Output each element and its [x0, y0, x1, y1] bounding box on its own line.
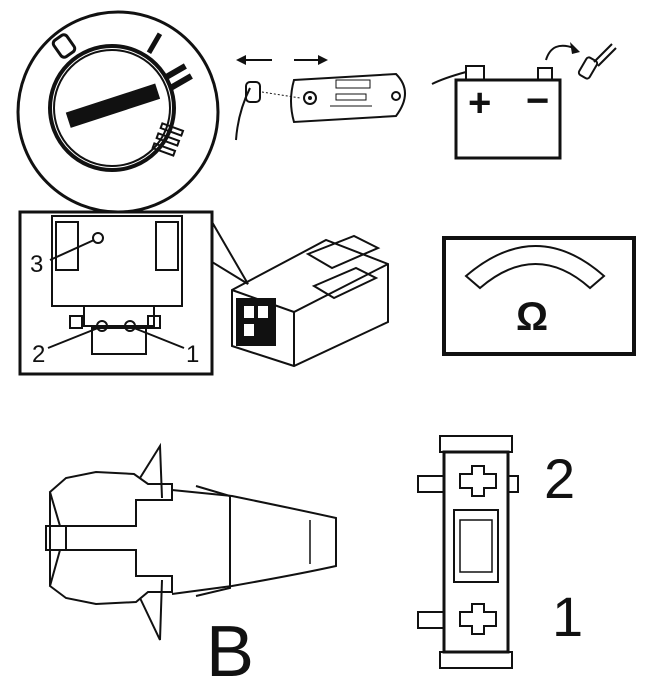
pin-1-label: 1 — [186, 341, 199, 368]
connector-panel: 3 2 1 — [18, 210, 389, 376]
contact-1-icon — [459, 603, 497, 635]
pin-2-label: 2 — [32, 341, 45, 368]
position-I-marker — [146, 32, 163, 55]
connector-block-3d — [231, 234, 389, 368]
key-fob-panel — [235, 55, 406, 141]
terminal-1-label: 1 — [552, 585, 583, 648]
battery-body — [454, 78, 562, 160]
meter-scale — [464, 245, 606, 290]
position-II-marker — [163, 63, 193, 91]
negative-terminal — [537, 67, 553, 81]
right-arrow-icon — [294, 55, 328, 65]
positive-terminal — [465, 65, 485, 81]
terminal-2-label: 2 — [544, 447, 575, 510]
left-arrow-icon — [236, 55, 272, 65]
switch-body — [442, 450, 510, 654]
disconnect-arrow-icon — [545, 42, 580, 61]
position-III-marker — [151, 122, 185, 157]
cable-clamp — [577, 56, 599, 80]
contact-2-icon — [459, 465, 497, 497]
battery-minus-label: − — [526, 79, 549, 123]
ohmmeter-panel: Ω — [442, 236, 636, 356]
ignition-switch — [16, 10, 220, 214]
battery-panel: + − — [431, 42, 617, 160]
switch-panel: 2 1 — [417, 435, 583, 669]
key-fob — [290, 72, 406, 124]
plug-panel: B — [45, 442, 337, 691]
key-slot — [65, 83, 161, 128]
ohm-symbol: Ω — [516, 295, 548, 339]
position-0-marker — [51, 33, 77, 59]
battery-plus-label: + — [468, 81, 491, 125]
plug-B-label: B — [206, 612, 254, 686]
pin-3-label: 3 — [30, 251, 43, 278]
